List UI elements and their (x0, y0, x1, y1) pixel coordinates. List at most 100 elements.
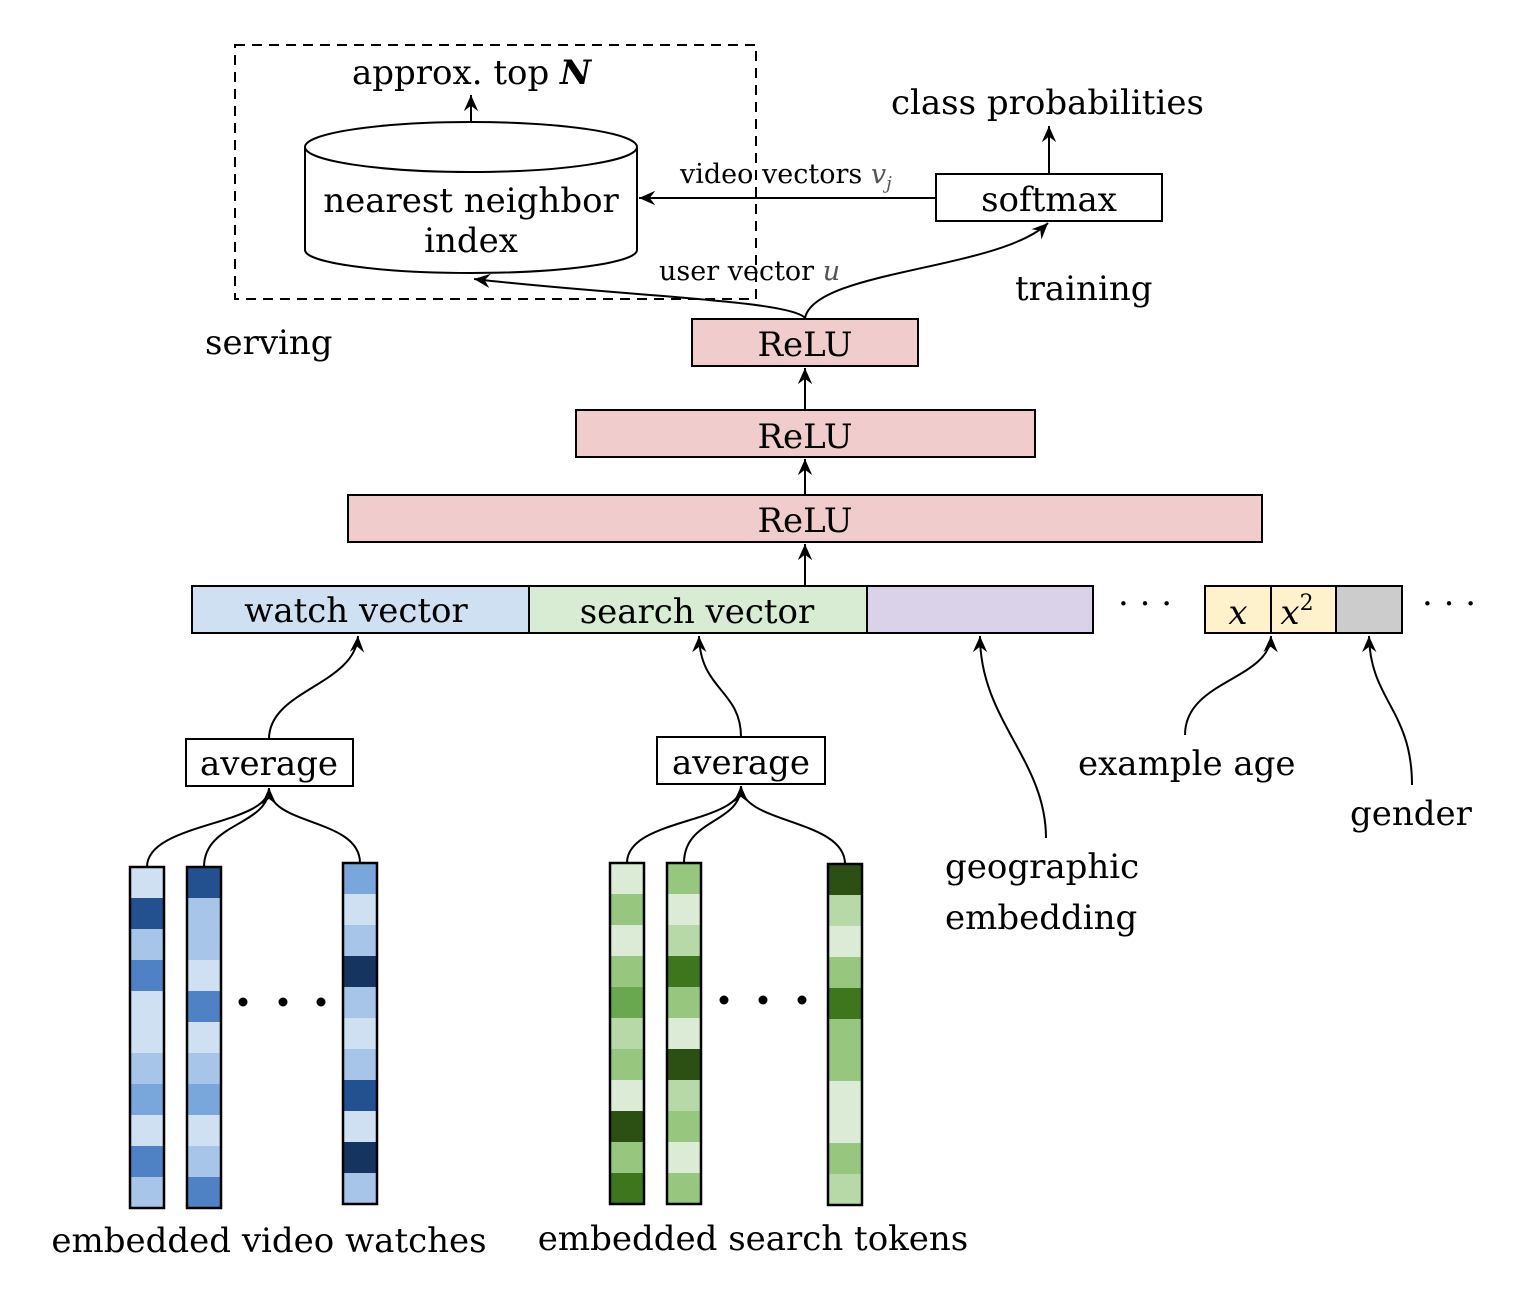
example-age-arrow (1184, 635, 1278, 736)
relu-layer-1-label: ReLU (757, 501, 852, 541)
relu-layer-1 (347, 494, 1263, 543)
watch-embedding-cell (130, 1146, 164, 1177)
watch-column-connector (261, 787, 361, 864)
search-embedding-cell (828, 864, 862, 895)
watch-embedding-cell (130, 1115, 164, 1146)
watch-embedding-cell (187, 1053, 221, 1084)
search-embedding-cell (667, 1111, 701, 1142)
softmax-label: softmax (981, 180, 1117, 220)
watch-column-border (128, 865, 166, 1210)
watch-embedding-cell (187, 991, 221, 1022)
watch-embedding-cell (187, 1022, 221, 1053)
search-embedding-cell (828, 1112, 862, 1143)
geographic-segment (866, 585, 1094, 634)
watch-column-2 (185, 865, 223, 1210)
search-column-border (608, 861, 646, 1206)
watch-embedding-cell (343, 1173, 377, 1204)
watch-embedding-cell (130, 960, 164, 991)
age-x-squared-label: x2 (1280, 591, 1313, 633)
search-embedding-cell (610, 1111, 644, 1142)
search-embedding-cell (828, 988, 862, 1019)
age-x-label: x (1228, 593, 1247, 633)
watch-embedding-columns (128, 861, 379, 1210)
watch-column-3 (341, 861, 379, 1206)
relu-layer-2-label: ReLU (757, 417, 852, 457)
geographic-label-line1: geographic (945, 847, 1139, 887)
search-vector-segment (528, 585, 868, 634)
watch-embedding-cell (343, 1142, 377, 1173)
watch-embedding-cell (343, 1111, 377, 1142)
watch-column-border (185, 865, 223, 1210)
search-embedding-cell (667, 1142, 701, 1173)
middle-ellipsis: · · · (1118, 584, 1172, 624)
watch-column-1 (128, 865, 166, 1210)
search-embedding-cell (610, 1049, 644, 1080)
search-caption: embedded search tokens (538, 1219, 969, 1259)
search-column-connector (733, 785, 846, 865)
example-age-label: example age (1078, 744, 1296, 784)
search-column-border (665, 861, 703, 1206)
search-column-1 (608, 861, 646, 1206)
watch-embedding-cell (187, 1115, 221, 1146)
watch-embedding-cell (187, 867, 221, 898)
search-embedding-cell (828, 957, 862, 988)
watch-embedding-cell (130, 1084, 164, 1115)
watch-column-connector (203, 787, 277, 868)
search-embedding-columns (608, 861, 864, 1207)
search-column-ellipsis (719, 995, 807, 1005)
serving-region (234, 44, 757, 300)
watch-average-arrow (268, 635, 365, 740)
search-embedding-cell (610, 987, 644, 1018)
watch-embedding-cell (130, 898, 164, 929)
relu-layer-3-label: ReLU (757, 325, 852, 365)
gender-segment (1335, 585, 1403, 634)
search-embedding-cell (610, 1142, 644, 1173)
age-x-squared-segment (1270, 585, 1337, 634)
search-embedding-cell (828, 895, 862, 926)
search-column-connector (683, 785, 749, 864)
watch-average-label: average (200, 744, 338, 784)
user-vector-serving-arrow (473, 273, 806, 319)
search-embedding-cell (610, 894, 644, 925)
watch-connectors (146, 787, 361, 868)
search-column-border (826, 862, 864, 1207)
search-column-connector (626, 785, 749, 864)
relu-layer-2 (575, 409, 1036, 458)
index-label-line2: index (424, 221, 518, 261)
search-embedding-cell (667, 894, 701, 925)
watch-embedding-cell (187, 1084, 221, 1115)
search-embedding-cell (667, 1018, 701, 1049)
watch-embedding-cell (187, 898, 221, 929)
search-embedding-cell (828, 1174, 862, 1205)
watch-embedding-cell (343, 863, 377, 894)
geographic-arrow (972, 635, 1047, 839)
search-average-box (656, 736, 826, 785)
watch-column-ellipsis (238, 997, 326, 1007)
watch-vector-label: watch vector (244, 591, 468, 631)
index-label-line1: nearest neighbor (323, 181, 619, 221)
search-column-3 (826, 862, 864, 1207)
search-embedding-cell (610, 956, 644, 987)
search-embedding-cell (667, 1173, 701, 1204)
watch-embedding-cell (343, 956, 377, 987)
watch-embedding-cell (130, 991, 164, 1022)
serving-label: serving (205, 323, 333, 363)
watch-embedding-cell (343, 987, 377, 1018)
training-label: training (1015, 269, 1153, 309)
search-embedding-cell (610, 1018, 644, 1049)
search-embedding-cell (828, 1081, 862, 1112)
approx-top-n-label: approx. top N (352, 53, 593, 93)
gender-arrow (1362, 635, 1413, 786)
watch-column-border (341, 861, 379, 1206)
watch-embedding-cell (130, 929, 164, 960)
watch-embedding-cell (130, 1177, 164, 1208)
nearest-neighbor-index: nearest neighbor index (304, 121, 638, 274)
search-embedding-cell (667, 956, 701, 987)
class-probabilities-label: class probabilities (891, 83, 1204, 123)
watch-embedding-cell (343, 1018, 377, 1049)
search-embedding-cell (667, 1049, 701, 1080)
search-embedding-cell (667, 925, 701, 956)
watch-embedding-cell (130, 1053, 164, 1084)
